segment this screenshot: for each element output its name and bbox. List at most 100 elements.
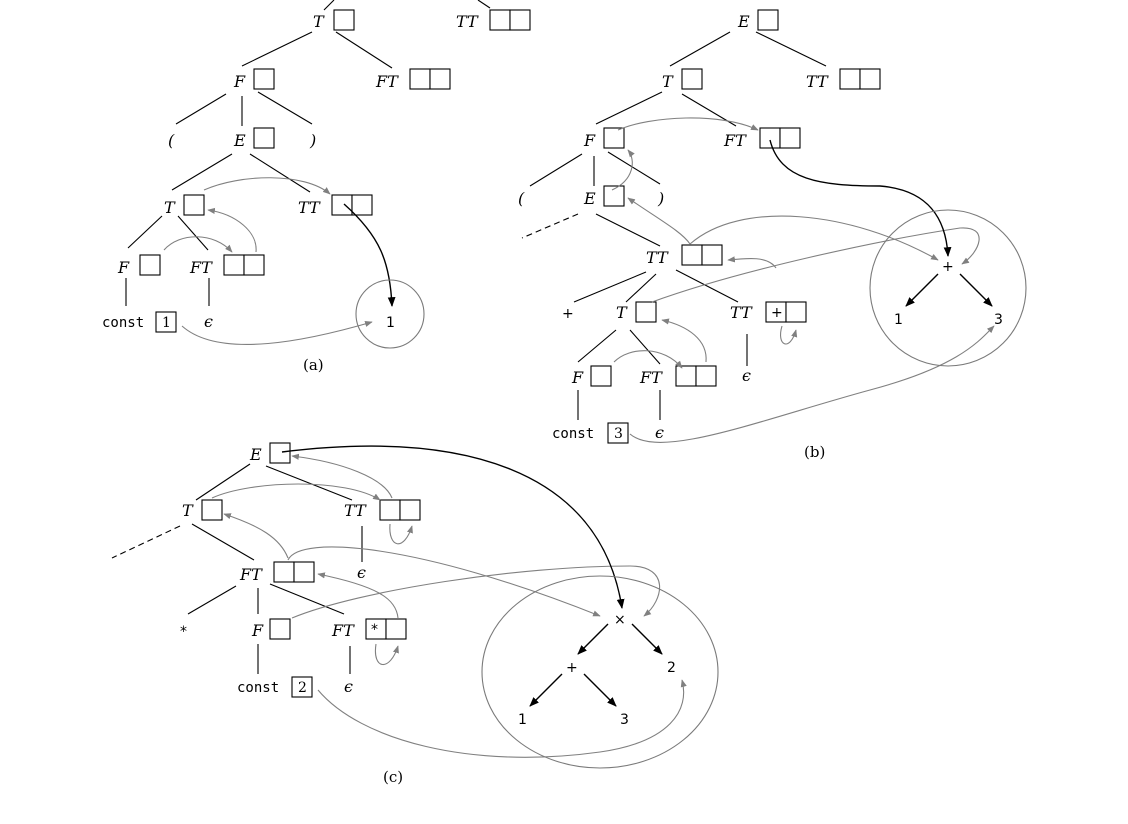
edge-top-stub-a-right xyxy=(477,0,491,9)
rparen-label: ) xyxy=(309,131,316,150)
attr-box xyxy=(839,68,861,90)
edge-top-stub-a-left xyxy=(323,0,335,11)
edge-F-rparen xyxy=(607,151,661,185)
attr-box xyxy=(429,68,451,90)
panel-c: E T TT ϵ FT * F FT * const 2 ϵ xyxy=(111,442,719,786)
ast-edge xyxy=(583,673,617,707)
node-TT-label: TT xyxy=(646,248,669,267)
attr-box xyxy=(635,301,657,323)
node-TT-label: TT xyxy=(298,198,321,217)
edge-E-T xyxy=(195,463,251,501)
flow-arrow xyxy=(207,207,257,253)
attr-box xyxy=(223,254,245,276)
const-box xyxy=(155,311,177,333)
edge-F-lparen xyxy=(529,153,583,187)
edge-dashed xyxy=(521,213,579,239)
attr-box xyxy=(273,561,295,583)
flow-arrow xyxy=(689,215,939,261)
node-E-label: E xyxy=(583,189,596,208)
ast-left: 1 xyxy=(518,712,527,728)
flow-arrow xyxy=(317,679,687,758)
node-FT-label: FT xyxy=(239,565,263,584)
attr-box xyxy=(759,127,781,149)
result-pointer xyxy=(343,203,396,307)
ast-mid-right: 3 xyxy=(620,712,629,728)
ast-root: × xyxy=(614,612,626,628)
attr-box xyxy=(253,68,275,90)
node-T-label: T xyxy=(616,303,628,322)
ast-root: + xyxy=(942,259,954,275)
attr-box xyxy=(331,194,353,216)
ast-right: 3 xyxy=(994,312,1003,328)
const-box xyxy=(291,676,313,698)
flow-arrow xyxy=(613,350,683,369)
node-E-label: E xyxy=(249,445,262,464)
edge-T-F xyxy=(595,91,663,125)
ast-left: 1 xyxy=(894,312,903,328)
ast-edge xyxy=(959,273,993,307)
ast-circle xyxy=(869,209,1027,367)
attr-box xyxy=(675,365,697,387)
ast-edge xyxy=(577,623,609,655)
attr-box xyxy=(243,254,265,276)
node-F-label: F xyxy=(583,131,596,150)
ast-circle xyxy=(355,279,425,349)
attr-box xyxy=(293,561,315,583)
result-pointer xyxy=(281,445,625,609)
epsilon-label: ϵ xyxy=(357,563,366,582)
attr-box xyxy=(351,194,373,216)
ast-mid: + xyxy=(566,660,578,676)
attr-box xyxy=(183,194,205,216)
flow-arrow xyxy=(661,318,707,363)
edge-FT-star xyxy=(187,585,237,615)
node-TT-label: TT xyxy=(456,12,479,31)
star-label: * xyxy=(180,624,187,640)
edge-TT-plus xyxy=(573,271,647,303)
node-F-label: F xyxy=(571,368,584,387)
flow-arrow xyxy=(211,483,381,501)
rparen-label: ) xyxy=(657,189,664,208)
caption-a: (a) xyxy=(303,356,324,374)
node-FT-label: FT xyxy=(639,368,663,387)
attr-box xyxy=(269,618,291,640)
node-FT-label: FT xyxy=(375,72,399,91)
const-value: 2 xyxy=(298,680,307,696)
flow-arrow xyxy=(617,117,759,131)
attr-box xyxy=(757,9,779,31)
attr-box xyxy=(399,499,421,521)
edge-E-T xyxy=(669,31,731,67)
node-E-label: E xyxy=(737,12,750,31)
attr-box xyxy=(603,185,625,207)
node-T-label: T xyxy=(164,198,176,217)
const-box xyxy=(607,422,629,444)
epsilon-label: ϵ xyxy=(344,677,353,696)
node-E-label: E xyxy=(233,131,246,150)
epsilon-label: ϵ xyxy=(655,423,664,442)
tt-box-op: + xyxy=(771,305,783,321)
attr-box xyxy=(253,127,275,149)
node-FT-label: FT xyxy=(189,258,213,277)
flow-arrow xyxy=(291,453,393,499)
attr-box xyxy=(139,254,161,276)
edge-F-rparen xyxy=(257,91,313,125)
flow-arrow xyxy=(291,565,661,619)
attr-box xyxy=(779,127,801,149)
attr-box xyxy=(681,244,703,266)
attr-box xyxy=(489,9,511,31)
edge-E-T xyxy=(171,153,233,191)
edge-E-TT xyxy=(265,465,353,501)
attr-box xyxy=(603,127,625,149)
const-label: const xyxy=(237,680,279,696)
ast-edge xyxy=(631,623,663,655)
ast-edge xyxy=(529,673,563,707)
const-label: const xyxy=(552,426,594,442)
lparen-label: ( xyxy=(518,189,525,208)
attr-box xyxy=(409,68,431,90)
const-value: 3 xyxy=(614,426,623,442)
attr-box xyxy=(509,9,531,31)
node-F-label: F xyxy=(233,72,246,91)
const-value: 1 xyxy=(162,315,171,331)
epsilon-label: ϵ xyxy=(204,312,213,331)
edge-T-FT xyxy=(191,523,255,561)
